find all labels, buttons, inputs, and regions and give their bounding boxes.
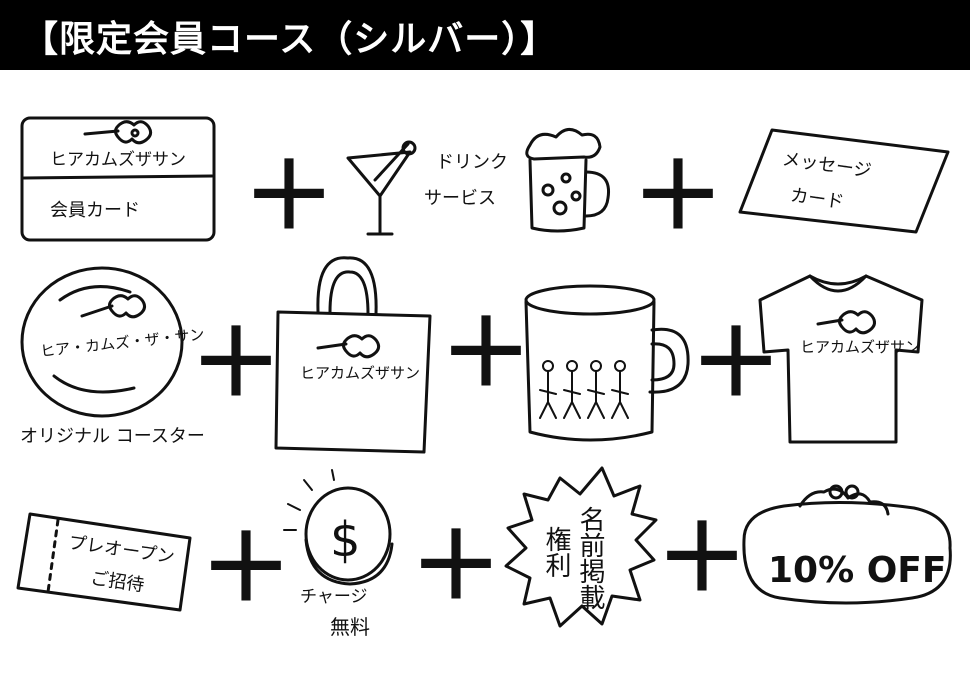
plus-sign: ＋ xyxy=(632,143,724,250)
drink-service-line1: ドリンク xyxy=(436,152,508,173)
member-card-subtitle: 会員カード xyxy=(50,200,140,221)
header-bar: 【限定会員コース（シルバー）】 xyxy=(0,0,970,70)
cocktail-glass-icon xyxy=(346,140,417,236)
member-card-icon: ヒアカムズザサン 会員カード xyxy=(20,116,216,242)
page-title: 【限定会員コース（シルバー）】 xyxy=(22,19,558,60)
purse-discount-text: 10% OFF xyxy=(768,550,947,591)
plus-sign: ＋ xyxy=(200,515,292,622)
ticket-icon: プレオープン ご招待 xyxy=(16,512,192,612)
coaster-icon: ヒア・カムズ・ザ・サン xyxy=(20,266,205,418)
tote-bag-icon: ヒアカムズザサン xyxy=(274,256,432,454)
ticket-line2: ご招待 xyxy=(89,568,145,596)
message-card-line2: カード xyxy=(789,185,845,213)
name-listing-line1: 名前掲載 xyxy=(575,506,605,610)
dollar-sign-icon: $ xyxy=(330,512,361,568)
plus-sign: ＋ xyxy=(410,513,502,620)
free-charge-line2: 無料 xyxy=(330,615,370,639)
name-listing-line2: 権利 xyxy=(541,526,571,578)
coin-icon: $ xyxy=(283,469,394,586)
free-charge-line1: チャージ xyxy=(300,587,368,607)
plus-sign: ＋ xyxy=(440,300,532,407)
plus-sign: ＋ xyxy=(690,310,782,417)
mug-icon xyxy=(524,284,690,442)
purse-icon: 10% OFF xyxy=(742,484,952,605)
name-listing-burst-icon: 名前掲載 権利 xyxy=(504,466,658,628)
plus-sign: ＋ xyxy=(243,143,335,250)
message-card-line1: メッセージ xyxy=(781,149,873,182)
plus-sign: ＋ xyxy=(190,310,282,417)
beer-mug-icon xyxy=(525,128,611,233)
member-card-title: ヒアカムズザサン xyxy=(50,150,186,170)
tshirt-text: ヒアカムズザサン xyxy=(800,338,920,356)
ticket-line1: プレオープン xyxy=(67,532,176,568)
tshirt-icon: ヒアカムズザサン xyxy=(758,274,924,444)
drink-service-line2: サービス xyxy=(424,188,496,209)
message-card-icon: メッセージ カード xyxy=(738,128,950,234)
tote-bag-text: ヒアカムズザサン xyxy=(300,364,420,382)
plus-sign: ＋ xyxy=(656,505,748,612)
coaster-caption: オリジナル コースター xyxy=(20,426,205,447)
